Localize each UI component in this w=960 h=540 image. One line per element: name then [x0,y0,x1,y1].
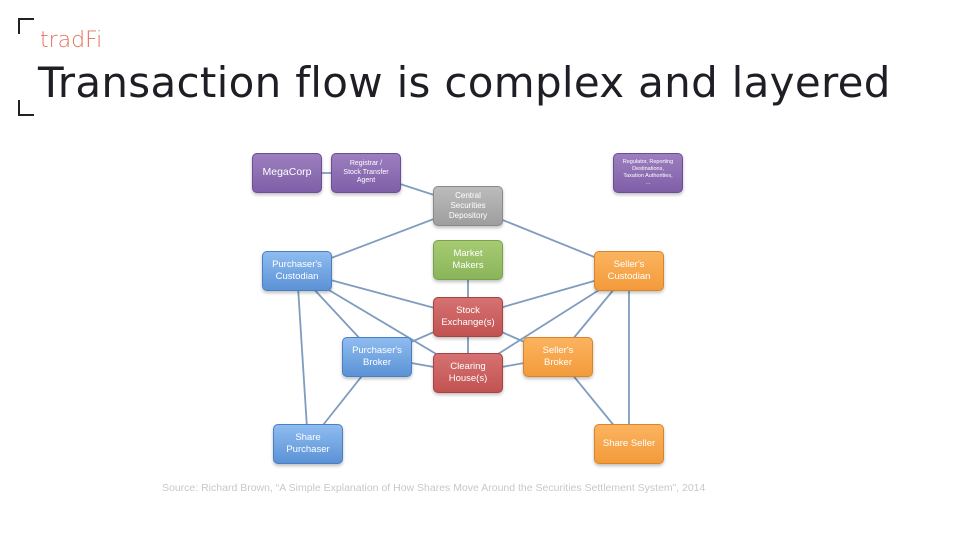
node-share-purchaser-label: Share Purchaser [286,431,330,455]
node-megacorp: MegaCorp [252,153,322,193]
node-share-purchaser: Share Purchaser [273,424,343,464]
section-eyebrow: tradFi [40,28,103,53]
page-title: Transaction flow is complex and layered [38,58,891,107]
corner-bracket-bottom [18,100,34,116]
node-purchaser-custodian-label: Purchaser's Custodian [272,258,322,282]
corner-bracket-top [18,18,34,34]
node-seller-custodian: Seller's Custodian [594,251,664,291]
node-seller-broker-label: Seller's Broker [542,344,574,368]
node-stock-exchange: Stock Exchange(s) [433,297,503,337]
node-purchaser-broker-label: Purchaser's Broker [352,344,402,368]
node-share-seller-label: Share Seller [602,437,656,449]
node-market-makers: Market Makers [433,240,503,280]
node-purchaser-custodian: Purchaser's Custodian [262,251,332,291]
node-csd: Central Securities Depository [433,186,503,226]
node-share-seller: Share Seller [594,424,664,464]
node-clearing-house-label: Clearing House(s) [448,360,488,384]
node-market-makers-label: Market Makers [452,247,484,271]
node-registrar-label: Registrar / Stock Transfer Agent [343,159,389,185]
source-citation: Source: Richard Brown, “A Simple Explana… [162,482,706,494]
node-regulator-label: Regulator, Reporting Destinations, Taxat… [622,158,674,187]
node-stock-exchange-label: Stock Exchange(s) [441,304,495,328]
node-clearing-house: Clearing House(s) [433,353,503,393]
node-seller-broker: Seller's Broker [523,337,593,377]
node-purchaser-broker: Purchaser's Broker [342,337,412,377]
node-regulator: Regulator, Reporting Destinations, Taxat… [613,153,683,193]
edge-purchaser_custodian-share_purchaser [296,270,309,445]
node-seller-custodian-label: Seller's Custodian [607,258,651,282]
node-csd-label: Central Securities Depository [448,191,488,220]
node-megacorp-label: MegaCorp [262,166,312,179]
node-registrar: Registrar / Stock Transfer Agent [331,153,401,193]
